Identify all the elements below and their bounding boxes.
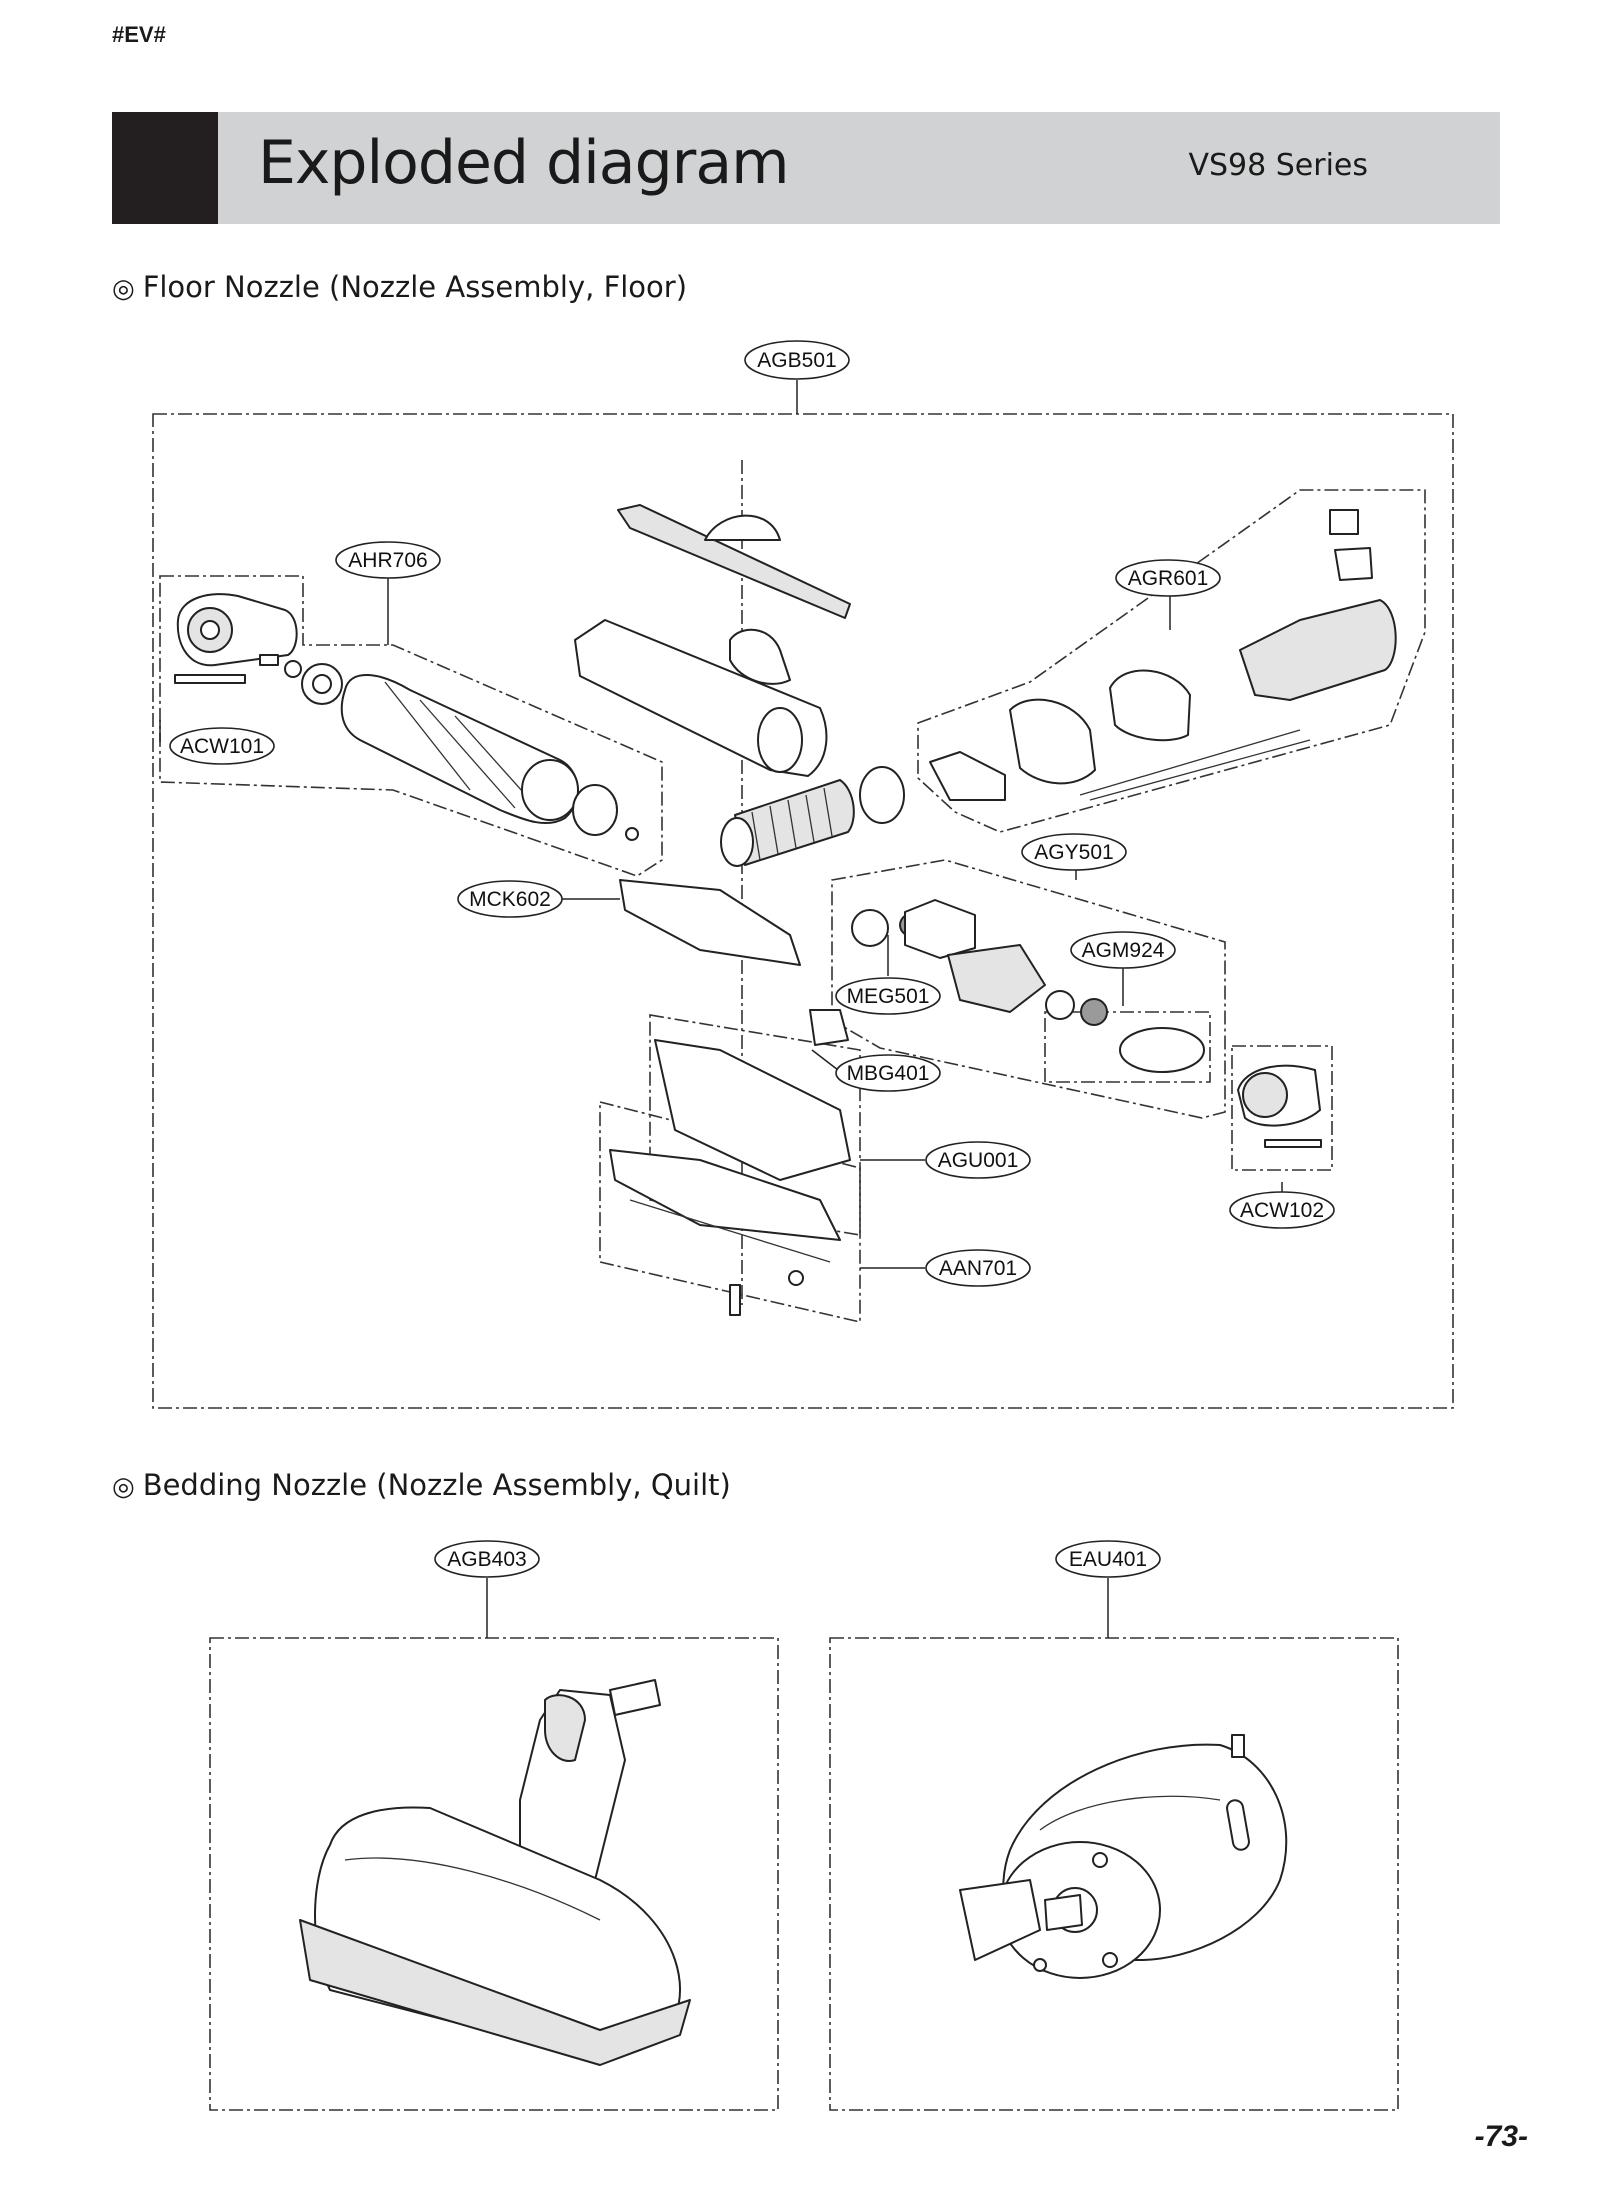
left-end-cap-illustration	[174, 593, 302, 684]
callout-mck602: MCK602	[457, 880, 563, 918]
section-title-floor-nozzle-text: Floor Nozzle (Nozzle Assembly, Floor)	[142, 270, 688, 304]
callout-agr601-label: AGR601	[1128, 567, 1209, 590]
bedding-nozzle-frame	[209, 1578, 779, 2111]
brush-roller-illustration	[301, 663, 639, 841]
section-bullet-icon: ◎	[112, 274, 135, 304]
callout-eau401: EAU401	[1055, 1540, 1161, 1578]
callout-agm924-label: AGM924	[1082, 939, 1165, 962]
callout-agu001: AGU001	[925, 1141, 1031, 1179]
callout-mbg401: MBG401	[835, 1054, 941, 1092]
section-bullet-icon: ◎	[112, 1472, 135, 1502]
callout-meg501: MEG501	[835, 977, 941, 1015]
floor-nozzle-assembly-frame	[152, 413, 1454, 1409]
section-title-bedding-nozzle-text: Bedding Nozzle (Nozzle Assembly, Quilt)	[142, 1468, 731, 1502]
callout-agb403: AGB403	[434, 1540, 540, 1578]
callout-agr601: AGR601	[1115, 559, 1221, 597]
callout-meg501-label: MEG501	[847, 985, 930, 1008]
section-title-bedding-nozzle: ◎Bedding Nozzle (Nozzle Assembly, Quilt)	[112, 1468, 731, 1502]
motor-frame	[829, 1578, 1399, 2111]
callout-acw101: ACW101	[169, 727, 275, 765]
callout-ahr706-label: AHR706	[348, 549, 427, 572]
callout-agb501-label: AGB501	[757, 349, 836, 372]
callout-ahr706: AHR706	[335, 541, 441, 579]
callout-acw102: ACW102	[1229, 1191, 1335, 1229]
callout-agm924: AGM924	[1070, 931, 1176, 969]
document-code-tag: #EV#	[112, 22, 166, 47]
page-number: -73-	[1474, 2120, 1528, 2153]
flexible-hose-illustration	[720, 766, 905, 867]
callout-agb501: AGB501	[744, 340, 850, 380]
section-title-floor-nozzle: ◎Floor Nozzle (Nozzle Assembly, Floor)	[112, 270, 687, 304]
callout-mbg401-label: MBG401	[847, 1062, 930, 1085]
bedding-nozzle-illustration	[299, 1679, 691, 2066]
page-title: Exploded diagram	[258, 128, 790, 198]
caster-plate-illustration	[619, 879, 801, 966]
motor-illustration	[959, 1734, 1288, 1979]
callout-agu001-label: AGU001	[938, 1149, 1019, 1172]
neck-joint-illustration	[929, 509, 1397, 801]
floor-nozzle-leader-lines	[159, 380, 1283, 1269]
motor-cover-illustration	[609, 1009, 851, 1316]
top-cover-illustration	[574, 504, 851, 777]
header-dark-block	[112, 112, 218, 224]
right-end-cap-illustration	[1237, 1064, 1322, 1148]
callout-agy501: AGY501	[1021, 833, 1127, 871]
callout-agy501-label: AGY501	[1034, 841, 1113, 864]
callout-acw101-label: ACW101	[180, 735, 264, 758]
callout-aan701: AAN701	[925, 1249, 1031, 1287]
callout-aan701-label: AAN701	[939, 1257, 1017, 1280]
callout-agb403-label: AGB403	[447, 1548, 526, 1571]
gear-motor-illustration	[851, 899, 1205, 1073]
model-series: VS98 Series	[1188, 148, 1368, 183]
header-bar: Exploded diagram VS98 Series	[112, 112, 1500, 224]
callout-acw102-label: ACW102	[1240, 1199, 1324, 1222]
callout-mck602-label: MCK602	[469, 888, 551, 911]
callout-eau401-label: EAU401	[1069, 1548, 1147, 1571]
